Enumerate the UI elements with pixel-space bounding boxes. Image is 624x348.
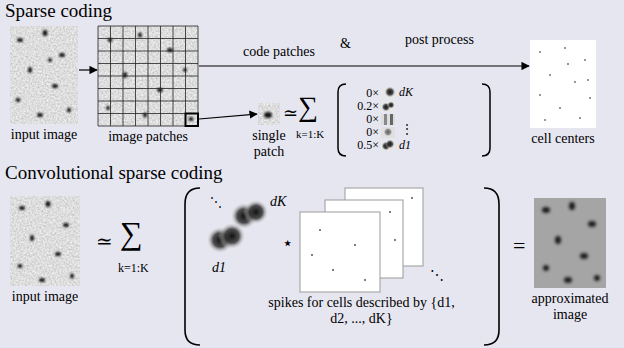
- coefficient: 0×: [342, 126, 379, 139]
- spike-stack: spikes for cells described by {d1, d2, .…: [298, 188, 425, 292]
- input-image-picture: [10, 196, 80, 286]
- flow-arrow: [79, 69, 97, 70]
- image-tile: input image: [10, 196, 80, 286]
- math-symbol: ⋆: [282, 234, 293, 254]
- atom-name: dK: [270, 194, 286, 209]
- coefficient: 0×: [342, 113, 379, 126]
- edge-label: code patches: [243, 44, 315, 59]
- bracket: [185, 188, 200, 345]
- bracket: [482, 84, 490, 156]
- math-index: k=1:K: [118, 262, 149, 275]
- patch-grid-picture: [98, 26, 198, 126]
- math-symbol: ∑: [298, 92, 318, 123]
- math-index: k=1:K: [296, 128, 324, 140]
- atom-name: dK: [399, 86, 413, 99]
- input-image-picture: [10, 26, 78, 124]
- flow-arrow: [199, 65, 529, 66]
- coefficient: 0.2×: [342, 100, 379, 113]
- section-heading: Sparse coding: [5, 1, 112, 22]
- math-symbol: =: [513, 234, 525, 258]
- patch-tile: single patch: [258, 103, 280, 125]
- image-caption: spikes for cells described by {d1, d2, .…: [267, 295, 457, 327]
- image-tile: cell centers: [530, 40, 596, 128]
- section-heading: Convolutional sparse coding: [5, 163, 222, 184]
- math-symbol: ≃: [283, 104, 298, 124]
- ellipsis: ⋱: [430, 268, 444, 283]
- image-caption: cell centers: [531, 131, 594, 147]
- math-symbol: ≃: [96, 230, 113, 252]
- image-caption: input image: [11, 127, 78, 143]
- atom-name: d1: [212, 260, 226, 275]
- dictionary-patches: [381, 86, 396, 151]
- math-symbol: ∑: [120, 216, 143, 251]
- image-caption: input image: [12, 289, 79, 305]
- ellipsis: ⋱: [210, 196, 222, 209]
- atom-name: d1: [399, 139, 411, 152]
- connector-note: post process: [405, 32, 474, 47]
- coefficient: 0.5×: [342, 139, 379, 152]
- image-caption: approximated image: [527, 291, 613, 323]
- image-caption: image patches: [108, 129, 188, 145]
- flow-arrow: [199, 114, 257, 119]
- image-caption: single patch: [248, 128, 290, 160]
- approximated-image-picture: [534, 198, 606, 288]
- coefficient: 0×: [342, 87, 379, 100]
- spike-maps: [300, 188, 423, 292]
- bracket: [338, 84, 346, 156]
- ellipsis: ⋮: [401, 123, 413, 136]
- cell-centers-picture: [530, 40, 596, 128]
- image-tile: input image: [10, 26, 78, 124]
- image-tile: approximated image: [534, 198, 606, 288]
- single-patch-picture: [258, 103, 280, 125]
- connector-note: &: [340, 36, 351, 51]
- bracket: [484, 188, 499, 345]
- patch-grid: image patches: [98, 26, 198, 126]
